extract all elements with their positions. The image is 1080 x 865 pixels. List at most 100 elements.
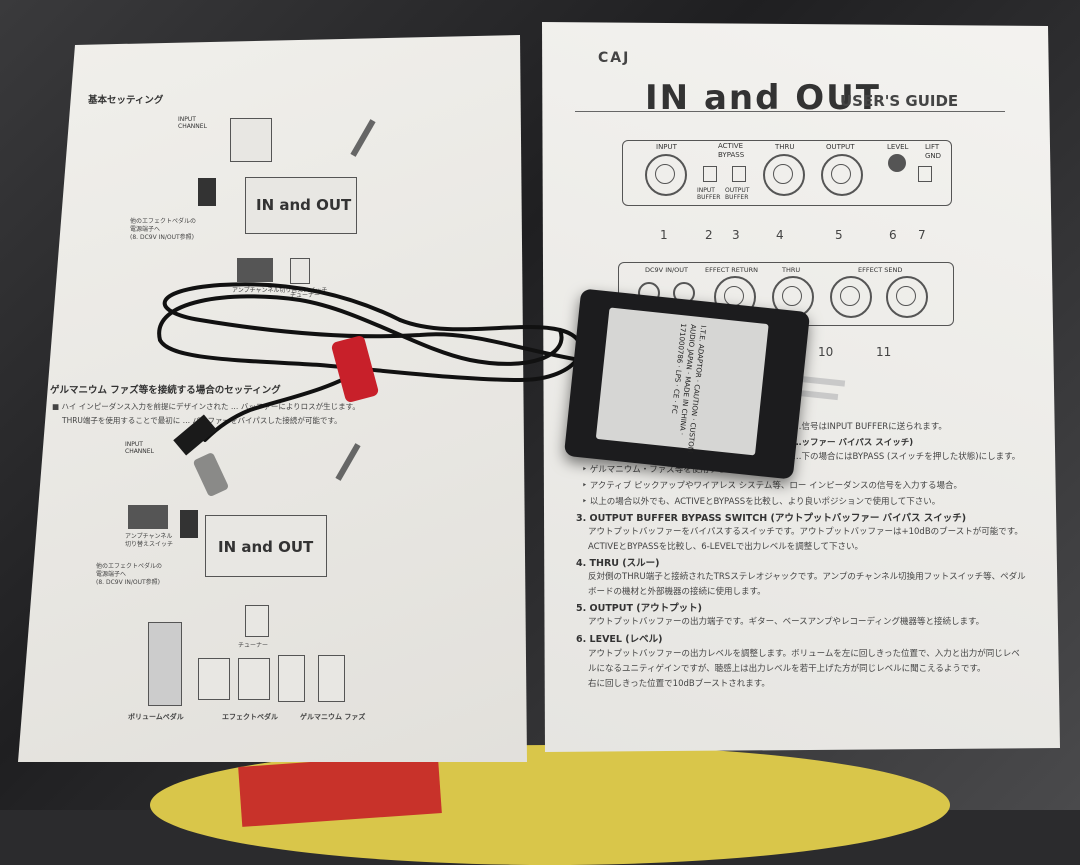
effect-pedal-drawing [198, 658, 230, 700]
body-text-line: …ッファー バイパス スイッチ) [793, 438, 914, 448]
section-heading: 6. LEVEL (レベル) [576, 634, 663, 645]
section-heading: 3. OUTPUT BUFFER BYPASS SWITCH (アウトプットバッ… [576, 513, 967, 524]
input-channel-label: INPUT CHANNEL [178, 116, 207, 130]
input-label: INPUT [656, 143, 677, 151]
section-text-line: アウトプットバッファーの出力レベルを調整します。ボリュームを左に回しきった位置で… [588, 649, 1020, 659]
bypass-label: BYPASS [718, 151, 745, 159]
callout-number: 4 [776, 228, 784, 242]
effect-send-jack-drawing [886, 276, 928, 318]
device-logo-2: IN and OUT [218, 538, 314, 556]
device-logo: IN and OUT [256, 196, 352, 214]
thru-bottom-label: THRU [782, 266, 801, 274]
cable-loop [157, 294, 564, 366]
output-buffer-label: OUTPUT BUFFER [725, 187, 750, 201]
body-text-line: …下の場合にはBYPASS (スイッチを押した状態)にします。 [793, 452, 1021, 462]
power-note-line: 電源端子へ [96, 571, 127, 578]
callout-number: 11 [876, 345, 892, 359]
power-note-2: 他のエフェクトペダルの 電源端子へ (8. DC9V IN/OUT参照) [96, 563, 162, 587]
power-note-line: (8. DC9V IN/OUT参照) [130, 234, 195, 241]
level-knob-drawing [888, 154, 906, 172]
gnd-label: GND [925, 152, 942, 160]
fuzz-label: ゲルマニウム ファズ [300, 713, 366, 721]
dc-plug-barrel [193, 453, 229, 497]
tuner-drawing [290, 258, 310, 284]
tuner-drawing-2 [245, 605, 269, 637]
amp-switch-label: アンプチャンネル切り替えスイッチ [232, 287, 328, 294]
top-panel-diagram [622, 140, 952, 206]
bullet-line: ‣ アクティブ ピックアップやワイアレス システム等、ロー インピーダンスの信号… [582, 481, 962, 491]
callout-number: 1 [660, 228, 668, 242]
section-text-line: アウトプットバッファーの出力端子です。ギター、ベースアンプやレコーディング機器等… [588, 617, 985, 627]
section-text-line: 右に回しきった位置で10dBブーストされます。 [588, 679, 770, 689]
callout-number: 7 [918, 228, 926, 242]
bullet-line: ‣ ゲルマニウム・ファズ等を使用する場合。 [582, 465, 752, 475]
callout-number: 5 [835, 228, 843, 242]
section-text-line: 反対側のTHRU端子と接続されたTRSステレオジャックです。アンプのチャンネル切… [588, 572, 1026, 582]
output-label: OUTPUT [826, 143, 855, 151]
power-note-line: 電源端子へ [130, 226, 161, 233]
fuzz-pedal-drawing [278, 655, 305, 702]
volume-pedal-label: ボリュームペダル [128, 713, 184, 721]
adapter-drawing [198, 178, 216, 206]
thru-label: THRU [775, 143, 795, 151]
power-note-line: (8. DC9V IN/OUT参照) [96, 579, 161, 586]
amp-switch-drawing-2 [128, 505, 168, 529]
body-text-line: …信号はINPUT BUFFERに送られます。 [793, 422, 947, 432]
volume-pedal-drawing [148, 622, 182, 706]
power-note: 他のエフェクトペダルの 電源端子へ (8. DC9V IN/OUT参照) [130, 218, 196, 242]
guide-title: USER'S GUIDE [840, 92, 959, 110]
input-buffer-switch-drawing [703, 166, 717, 182]
cable-loop [162, 282, 582, 362]
caj-logo: CAJ [598, 50, 631, 66]
power-note-line: 他のエフェクトペダルの [130, 218, 197, 225]
callout-number: 3 [732, 228, 740, 242]
effect-pedal-drawing [238, 658, 270, 700]
callout-number: 6 [889, 228, 897, 242]
level-label: LEVEL [887, 143, 909, 151]
input-jack-drawing [645, 154, 687, 196]
ac-adapter: I.T.E. ADAPTOR · CAUTION · CUSTOM AUDIO … [563, 288, 811, 480]
output-jack-drawing [821, 154, 863, 196]
lift-label: LIFT [925, 143, 940, 151]
fuzz-text-line: ■ ハイ インピーダンス入力を前提にデザインされた … バッファーによりロスが生… [52, 402, 360, 411]
adapter-drawing-2 [180, 510, 198, 538]
dc-plug-body [173, 414, 217, 456]
section-title-fuzz: ゲルマニウム ファズ等を接続する場合のセッティング [50, 385, 281, 396]
amp-switch-line: アンプチャンネル [125, 533, 173, 540]
bullet-line: ‣ 以上の場合以外でも、ACTIVEとBYPASSを比較し、より良いポジションで… [582, 497, 941, 507]
cable-loop [158, 318, 583, 383]
amp-switch-label-2: アンプチャンネル 切り替えスイッチ [125, 533, 173, 549]
thru-jack-drawing [763, 154, 805, 196]
amp-switch-drawing [237, 258, 273, 282]
dc-label: DC9V IN/OUT [645, 266, 689, 274]
title-rule [575, 111, 1005, 112]
input-channel-label-2: INPUT CHANNEL [125, 441, 154, 455]
ground-switch-drawing [918, 166, 932, 182]
power-cable [157, 282, 583, 497]
fuzz-pedal-drawing [318, 655, 345, 702]
section-heading: 4. THRU (スルー) [576, 558, 660, 569]
section-text-line: ACTIVEとBYPASSを比較し、6-LEVELで出力レベルを調整して下さい。 [588, 542, 863, 552]
effect-send-jack-drawing [830, 276, 872, 318]
power-note-line: 他のエフェクトペダルの [96, 563, 163, 570]
adapter-label-text: I.T.E. ADAPTOR · CAUTION · CUSTOM AUDIO … [669, 322, 708, 454]
effect-return-label: EFFECT RETURN [705, 266, 758, 274]
active-label: ACTIVE [718, 142, 744, 150]
callout-number: 10 [818, 345, 834, 359]
amp-drawing [230, 118, 272, 162]
output-buffer-switch-drawing [732, 166, 746, 182]
callout-number: 2 [705, 228, 713, 242]
adapter-label: I.T.E. ADAPTOR · CAUTION · CUSTOM AUDIO … [595, 307, 769, 456]
section-text-line: ルになるユニティゲインですが、聴感上は出力レベルを若干上げた方が同じレベルに聞こ… [588, 664, 986, 674]
velcro-strap [331, 336, 379, 402]
section-text-line: ボードの機材と外部機器の接続に使用します。 [588, 587, 766, 597]
tuner-label: チューナー [290, 292, 321, 299]
amp-switch-line: 切り替えスイッチ [125, 541, 174, 548]
section-title-basic: 基本セッティング [88, 95, 164, 106]
device-drawing-1: IN and OUT [245, 177, 357, 234]
section-text-line: アウトプットバッファーをバイパスするスイッチです。アウトプットバッファーは+10… [588, 527, 1023, 537]
input-buffer-label: INPUT BUFFER [697, 187, 721, 201]
effect-pedal-label: エフェクトペダル [222, 713, 278, 721]
effect-send-label: EFFECT SEND [858, 266, 903, 274]
section-heading: 5. OUTPUT (アウトプット) [576, 603, 702, 614]
